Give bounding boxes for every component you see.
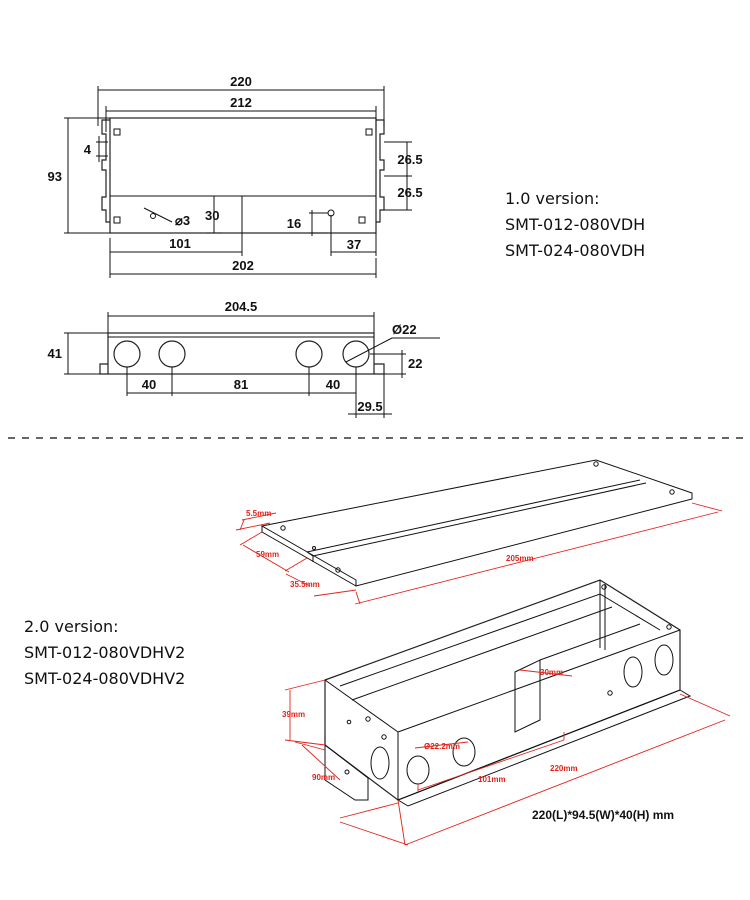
dim-204-5: 204.5 bbox=[225, 299, 258, 314]
v2-box-iso: 39mm 90mm 30mm Ø22.2mm 101mm 220mm bbox=[282, 579, 731, 846]
dim-40-a: 40 bbox=[142, 377, 156, 392]
v2-box-outline bbox=[324, 579, 681, 801]
dim-37: 37 bbox=[347, 237, 361, 252]
v2-foot-left bbox=[324, 735, 369, 801]
v1-model-2: SMT-024-080VDH bbox=[505, 241, 646, 260]
v2-partition bbox=[514, 659, 541, 733]
dim-4: 4 bbox=[84, 142, 92, 157]
dim-hole-dia: ⌀3 bbox=[175, 213, 190, 228]
v2-knockout bbox=[406, 755, 430, 785]
dim-220mm: 220mm bbox=[550, 764, 578, 773]
dim-90mm: 90mm bbox=[312, 773, 335, 782]
v1-top-view: 220 212 4 93 26.5 26.5 ⌀3 30 101 16 37 2… bbox=[48, 74, 423, 278]
v1-screw-hole bbox=[150, 213, 156, 219]
v1-top-body bbox=[109, 117, 377, 234]
v1-left-tab-profile bbox=[101, 119, 110, 223]
dim-35-5mm: 35.5mm bbox=[290, 580, 320, 589]
dim-knockout-dia: Ø22 bbox=[392, 322, 417, 337]
v2-lid-iso: 5.5mm 59mm 35.5mm 205mm bbox=[235, 459, 723, 605]
v2-lid-seam bbox=[306, 479, 641, 553]
dim-29-5: 29.5 bbox=[357, 399, 382, 414]
dim-26-5-b: 26.5 bbox=[397, 185, 422, 200]
v1-side-left-foot bbox=[99, 363, 108, 375]
v2-label-block: 2.0 version: SMT-012-080VDHV2 SMT-024-08… bbox=[24, 614, 185, 692]
dim-22-2mm: Ø22.2mm bbox=[424, 742, 460, 751]
overall-size-spec: 220(L)*94.5(W)*40(H) mm bbox=[532, 808, 675, 822]
dim-205mm: 205mm bbox=[506, 554, 534, 563]
v1-side-view: 204.5 41 Ø22 22 40 81 40 29.5 bbox=[48, 299, 440, 418]
dim-5-5mm: 5.5mm bbox=[246, 509, 271, 518]
dim-59mm: 59mm bbox=[256, 550, 279, 559]
v2-knockout bbox=[654, 644, 674, 676]
dim-101mm: 101mm bbox=[478, 775, 506, 784]
v1-label-block: 1.0 version: SMT-012-080VDH SMT-024-080V… bbox=[505, 186, 645, 264]
v1-knockout bbox=[158, 340, 186, 368]
dim-101: 101 bbox=[169, 236, 191, 251]
v2-knockout bbox=[623, 656, 643, 688]
v1-knockout bbox=[342, 340, 370, 368]
v1-corner-hole bbox=[365, 128, 373, 136]
v2-model-2: SMT-024-080VDHV2 bbox=[24, 669, 186, 688]
v1-model-1: SMT-012-080VDH bbox=[505, 215, 646, 234]
dim-41: 41 bbox=[48, 346, 62, 361]
dim-202: 202 bbox=[232, 258, 254, 273]
dim-26-5-a: 26.5 bbox=[397, 152, 422, 167]
v1-heading: 1.0 version: bbox=[505, 189, 600, 208]
dim-40-b: 40 bbox=[326, 377, 340, 392]
dim-81: 81 bbox=[234, 377, 248, 392]
v1-corner-hole bbox=[113, 216, 121, 224]
dim-22: 22 bbox=[408, 356, 422, 371]
v1-knockout bbox=[295, 340, 323, 368]
v1-side-body bbox=[107, 332, 375, 375]
v1-corner-hole bbox=[113, 128, 121, 136]
v1-knockout bbox=[113, 340, 141, 368]
v2-model-1: SMT-012-080VDHV2 bbox=[24, 643, 186, 662]
v2-lid-outline bbox=[260, 459, 693, 587]
dim-39mm: 39mm bbox=[282, 710, 305, 719]
dim-212: 212 bbox=[230, 95, 252, 110]
dim-16: 16 bbox=[287, 216, 301, 231]
v1-right-tab-profile bbox=[376, 119, 385, 223]
v2-knockout-end bbox=[370, 746, 390, 780]
v1-screw-leader bbox=[143, 207, 173, 223]
v1-corner-hole bbox=[358, 216, 366, 224]
v1-side-right-foot bbox=[374, 363, 385, 375]
dim-30mm: 30mm bbox=[540, 668, 563, 677]
dim-220: 220 bbox=[230, 74, 252, 89]
dim-93: 93 bbox=[48, 169, 62, 184]
v2-knockout bbox=[452, 737, 476, 767]
v2-heading: 2.0 version: bbox=[24, 617, 119, 636]
dim-30: 30 bbox=[205, 208, 219, 223]
